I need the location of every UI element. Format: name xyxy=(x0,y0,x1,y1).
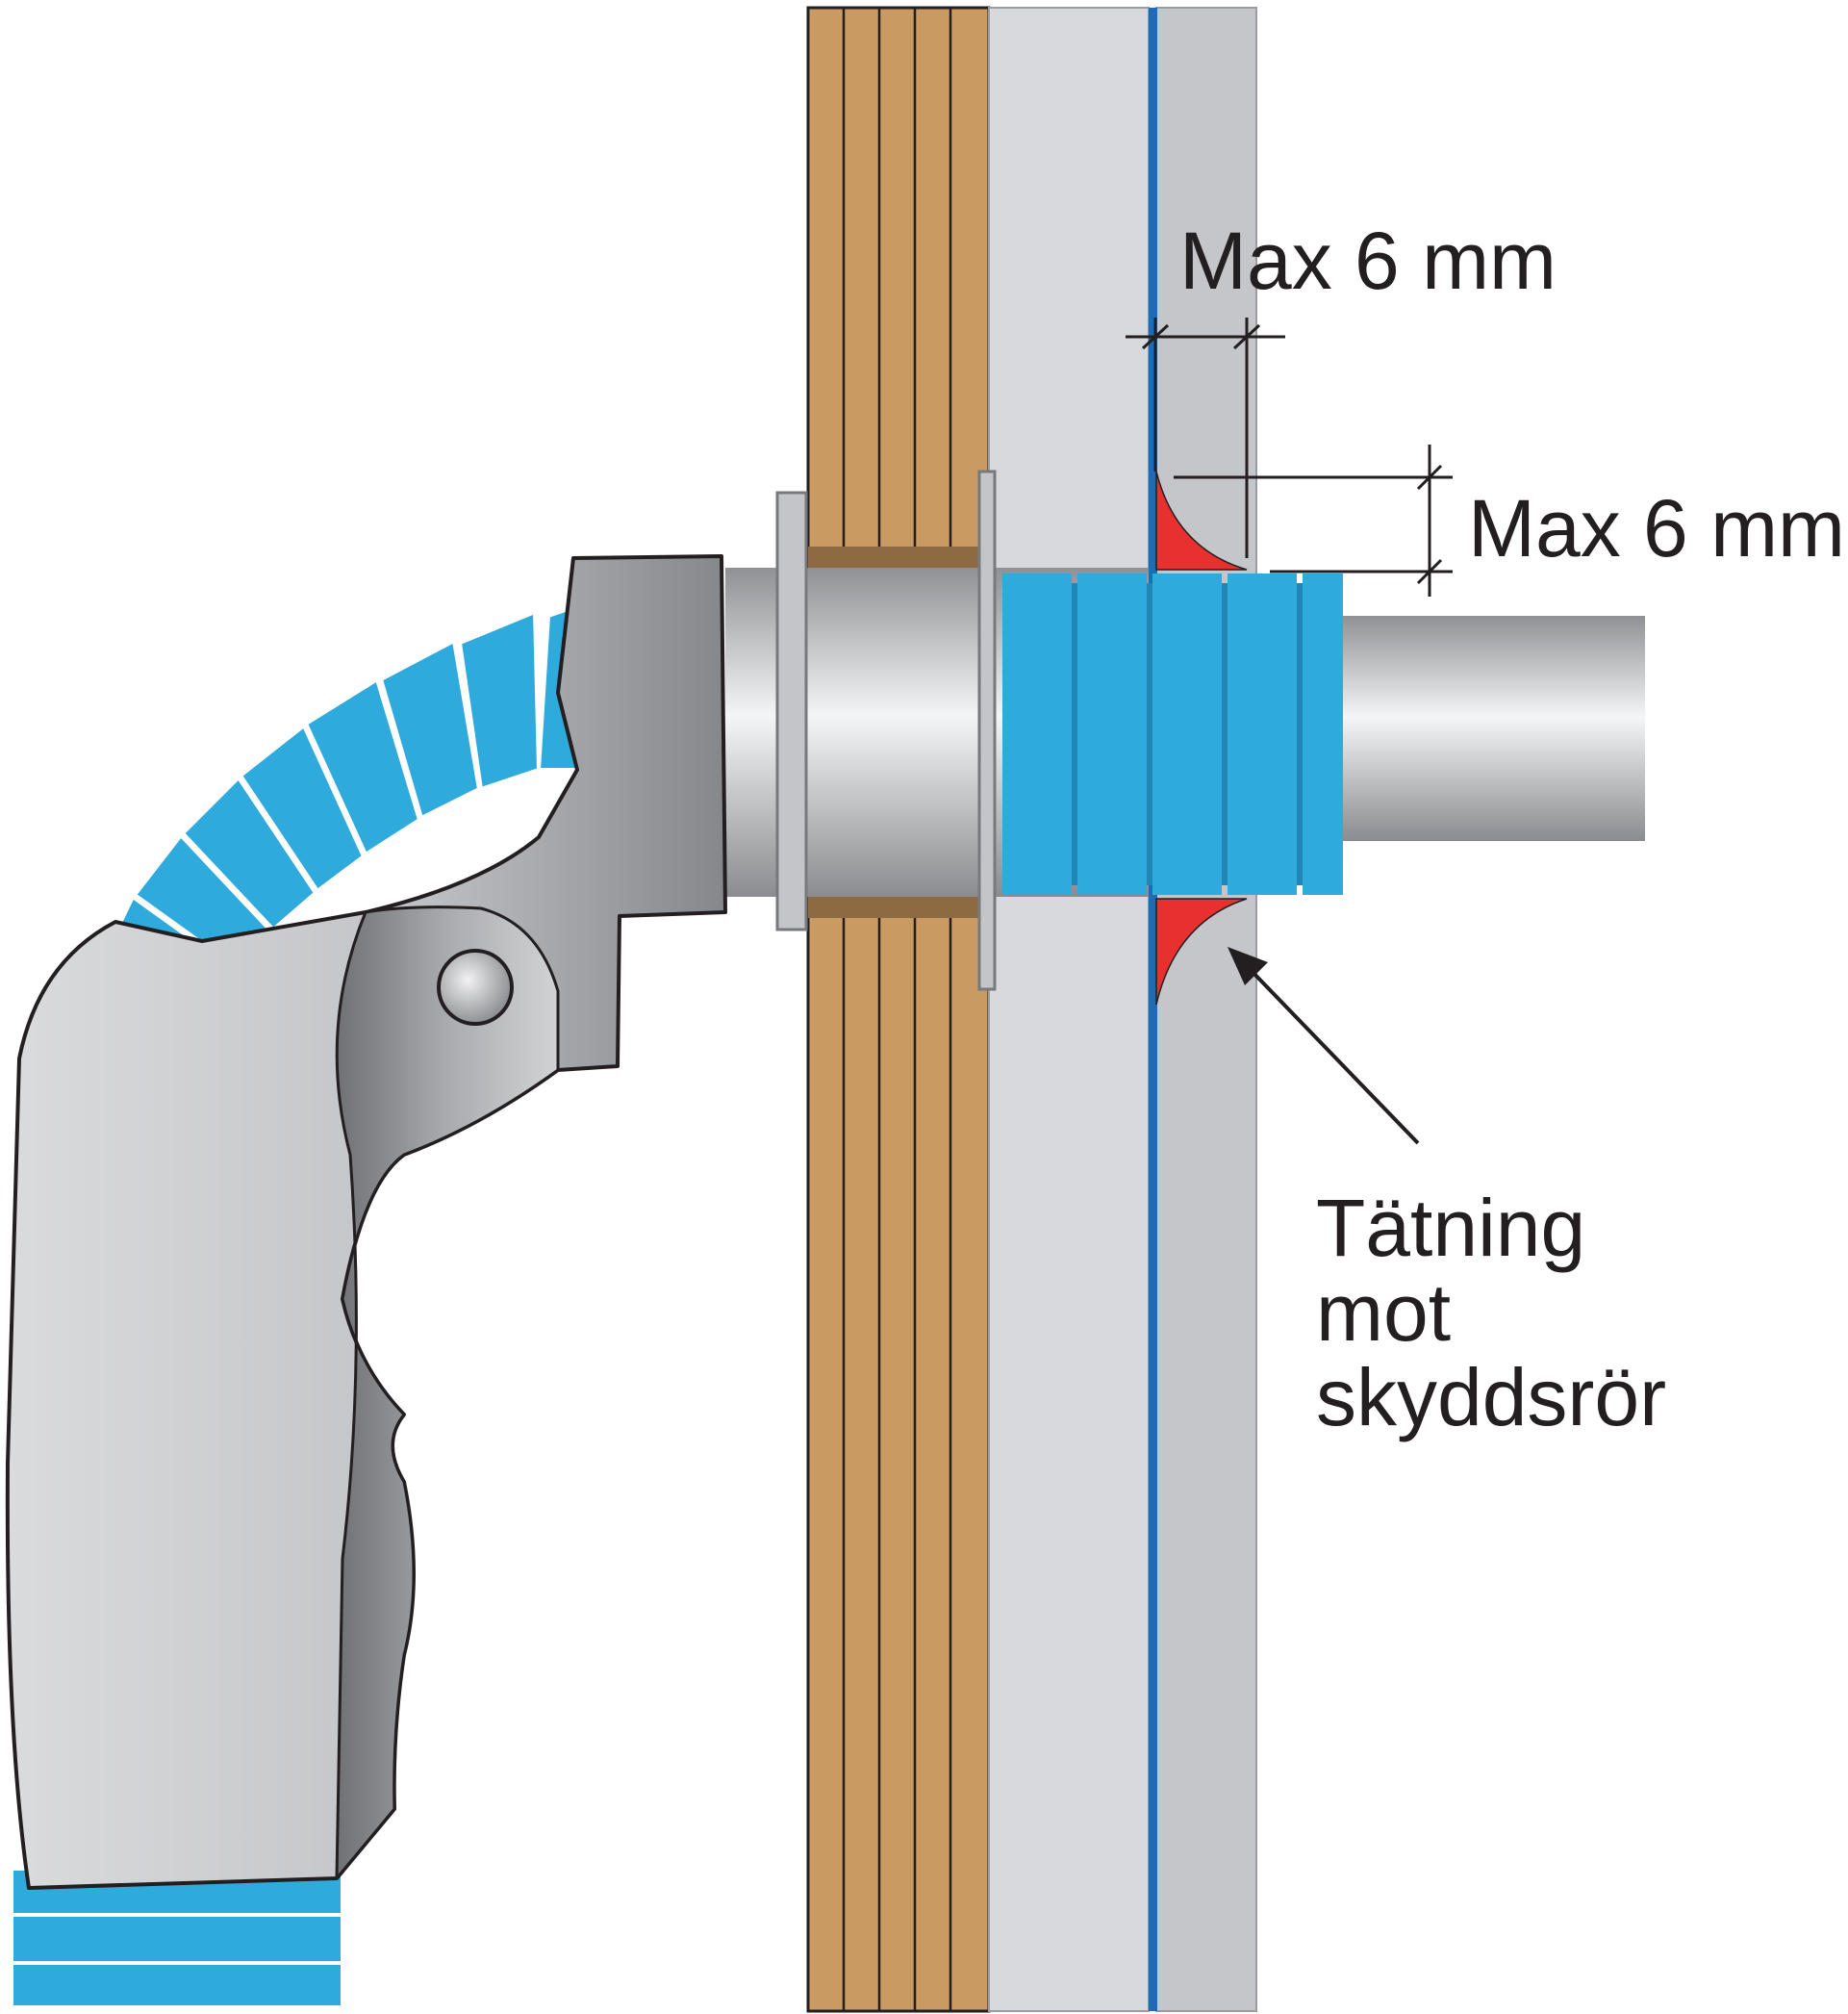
outer-board xyxy=(1155,7,1257,2012)
seal-label-line2: mot xyxy=(1316,1267,1451,1358)
dimension-vertical xyxy=(1174,445,1453,597)
dimension-label-vertical: Max 6 mm xyxy=(1468,483,1845,574)
clamp-tool-grip xyxy=(335,905,560,1880)
bottom-hose-end xyxy=(13,1871,341,2005)
seal-top xyxy=(1155,471,1248,571)
sleeve-band-top xyxy=(808,547,989,568)
inner-board xyxy=(988,7,1150,2012)
sleeve-band-bottom xyxy=(808,897,989,918)
seal-label-line1: Tätning xyxy=(1316,1183,1585,1273)
corrugated-hose xyxy=(1002,574,1343,895)
collar-flange-right xyxy=(977,470,997,991)
outer-pipe xyxy=(1337,616,1645,841)
wood-panel-layers xyxy=(806,6,991,2013)
dimension-horizontal xyxy=(1126,318,1285,558)
pivot-bolt xyxy=(437,949,514,1026)
seal-bottom xyxy=(1155,898,1248,1006)
collar-flange-left xyxy=(775,491,808,931)
dimension-label-horizontal: Max 6 mm xyxy=(1179,216,1557,306)
seal-label-line3: skyddsrör xyxy=(1316,1352,1666,1442)
vapor-barrier-membrane xyxy=(1149,8,1157,2011)
seal-pointer-arrow xyxy=(1228,947,1420,1145)
